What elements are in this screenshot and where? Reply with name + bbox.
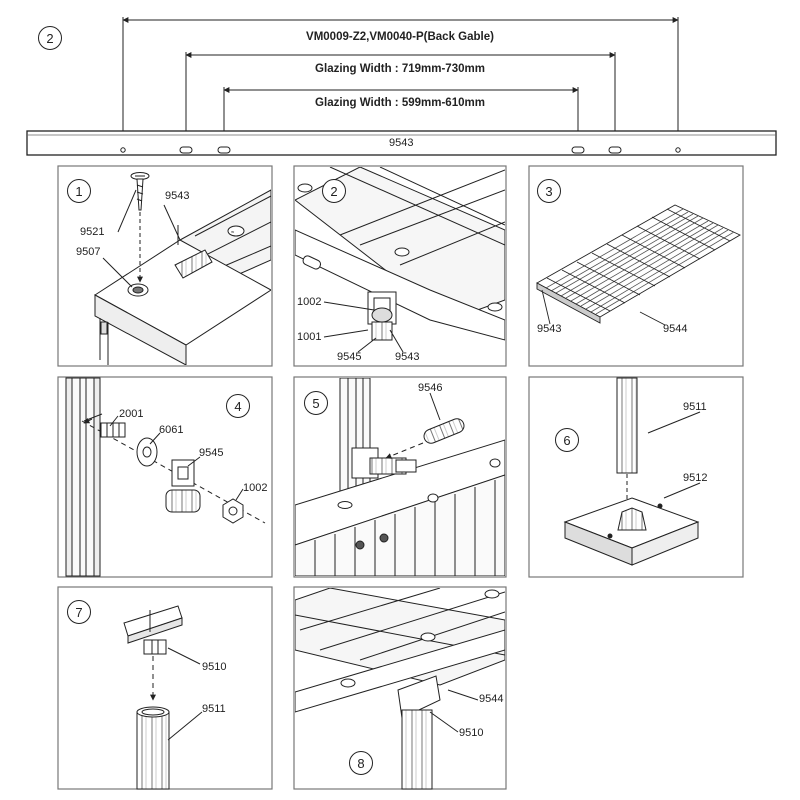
- panel-1-step: 1: [67, 179, 91, 203]
- panel-2-step: 2: [322, 179, 346, 203]
- panel-8-step: 8: [349, 751, 373, 775]
- panel-5-step: 5: [304, 391, 328, 415]
- part-label: 9543: [165, 190, 190, 202]
- part-label: 9511: [202, 703, 226, 715]
- panel-3-step: 3: [537, 179, 561, 203]
- panel-8-drawing: [295, 588, 505, 790]
- part-label: 9543: [537, 323, 562, 335]
- panel-1-drawing: ≈: [94, 172, 271, 365]
- panel-6-drawing: [563, 377, 701, 566]
- part-label: 1001: [297, 331, 322, 343]
- dimension-lines: [122, 17, 679, 148]
- model-title: VM0009-Z2,VM0040-P(Back Gable): [306, 31, 494, 43]
- part-label: 9543: [395, 351, 420, 363]
- part-label: 9545: [199, 447, 224, 459]
- panel-4-step: 4: [226, 394, 250, 418]
- part-label: 9544: [663, 323, 688, 335]
- part-label: 6061: [159, 424, 184, 436]
- part-label: 9545: [337, 351, 362, 363]
- svg-text:≈: ≈: [231, 230, 235, 236]
- part-label: 9546: [418, 382, 443, 394]
- panel-frames: [57, 165, 744, 790]
- part-label: 9507: [76, 246, 101, 258]
- part-label: 1002: [243, 482, 268, 494]
- part-label: 9510: [202, 661, 227, 673]
- panel-5-drawing: [295, 378, 505, 576]
- panel-6-step: 6: [555, 428, 579, 452]
- rail-part-label: 9543: [389, 137, 414, 149]
- header-step-number: 2: [38, 26, 62, 50]
- glazing-width-719: Glazing Width : 719mm-730mm: [315, 63, 485, 75]
- glazing-width-599: Glazing Width : 599mm-610mm: [315, 97, 485, 109]
- panel-4-drawing: [65, 377, 266, 577]
- panel-3-drawing: [536, 204, 741, 326]
- part-label: 9512: [683, 472, 708, 484]
- part-label: 9521: [80, 226, 105, 238]
- part-label: 9511: [683, 401, 707, 413]
- part-label: 1002: [297, 296, 322, 308]
- part-label: 2001: [119, 408, 144, 420]
- rail-9543: [26, 130, 777, 156]
- panel-7-step: 7: [67, 600, 91, 624]
- panel-7-drawing: [123, 605, 203, 790]
- part-label: 9544: [479, 693, 504, 705]
- panel-2-drawing: [295, 167, 505, 353]
- part-label: 9510: [459, 727, 484, 739]
